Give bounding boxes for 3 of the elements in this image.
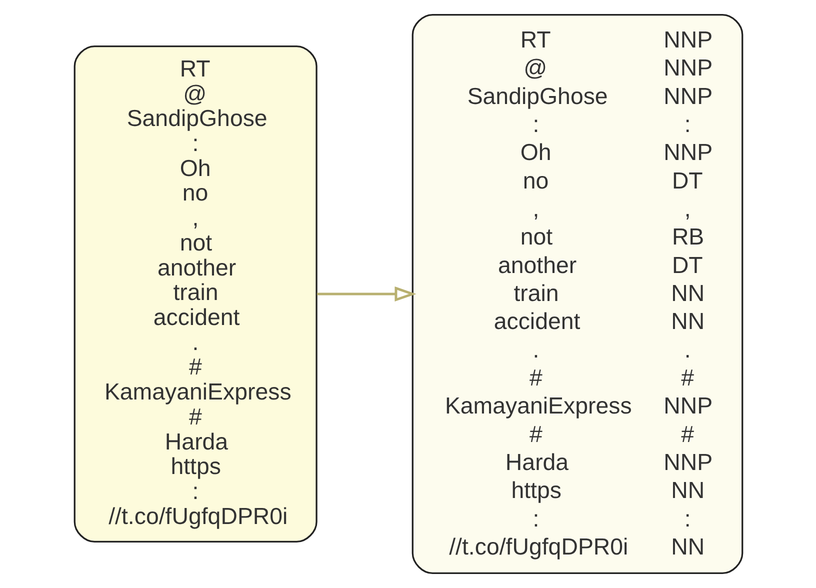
node-box: RT @ SandipGhose : Oh no , not another train accident . # KamayaniExpress # Harda https : //t.co/fUgfqDPR0i <box>73 45 317 543</box>
node-box: RT NNP @ NNP SandipGhose NNP : : Oh NNP no DT , , not RB another DT train NN accident NN . . # # KamayaniExpress NNP # # Harda NNP https NN : : //t.co/fUgfqDPR0i NN <box>411 14 743 574</box>
arrow <box>316 286 416 302</box>
